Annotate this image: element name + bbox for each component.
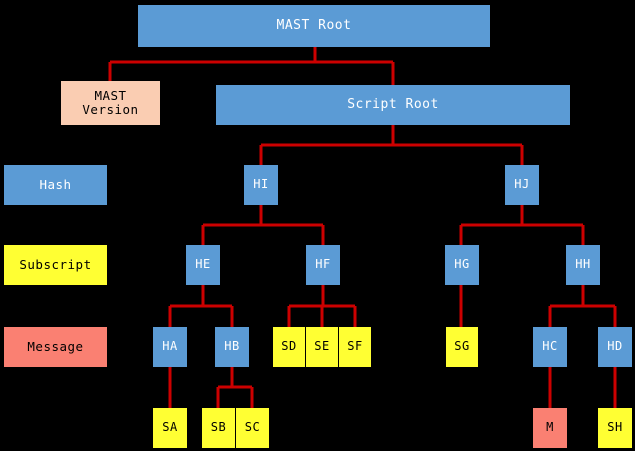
node-HA-label: HA — [162, 339, 178, 354]
node-HE: HE — [186, 245, 220, 285]
legend-message-label: Message — [27, 339, 84, 354]
node-mast-version: MAST Version — [61, 81, 160, 125]
node-mast-version-label: MAST Version — [82, 88, 139, 117]
node-SA-label: SA — [162, 420, 178, 435]
node-HA: HA — [153, 327, 187, 367]
node-HJ-label: HJ — [514, 177, 530, 192]
legend-hash-label: Hash — [39, 177, 72, 192]
node-SA: SA — [153, 408, 187, 448]
edge-HE — [168, 285, 234, 327]
legend-subscript: Subscript — [4, 245, 107, 285]
node-SH: SH — [598, 408, 632, 448]
node-HB-label: HB — [224, 339, 240, 354]
node-SH-label: SH — [607, 420, 623, 435]
legend-subscript-label: Subscript — [19, 257, 92, 272]
node-HD: HD — [598, 327, 632, 367]
node-HH: HH — [566, 245, 600, 285]
node-HD-label: HD — [607, 339, 623, 354]
node-M: M — [533, 408, 567, 448]
edge-script-root — [259, 125, 524, 165]
node-HE-label: HE — [195, 257, 211, 272]
node-mast-root-label: MAST Root — [276, 17, 352, 33]
node-mast-root: MAST Root — [138, 5, 490, 47]
node-script-root: Script Root — [216, 85, 570, 125]
legend-hash: Hash — [4, 165, 107, 205]
node-HI-label: HI — [253, 177, 269, 192]
node-HI: HI — [244, 165, 278, 205]
node-HJ: HJ — [505, 165, 539, 205]
node-M-label: M — [546, 420, 554, 435]
node-SG: SG — [446, 327, 478, 367]
node-SF: SF — [339, 327, 371, 367]
node-HF-label: HF — [315, 257, 331, 272]
node-SE-label: SE — [314, 339, 330, 354]
node-SC: SC — [236, 408, 269, 448]
node-HG: HG — [445, 245, 479, 285]
node-SD-label: SD — [281, 339, 297, 354]
edge-HB — [216, 367, 254, 408]
edge-HI — [201, 205, 325, 245]
node-script-root-label: Script Root — [347, 96, 439, 112]
edge-mast-root — [108, 47, 395, 85]
edge-HF — [287, 285, 357, 327]
edge-HJ — [459, 205, 585, 245]
node-SB: SB — [202, 408, 235, 448]
node-SC-label: SC — [244, 420, 261, 435]
node-SG-label: SG — [454, 339, 470, 354]
node-HB: HB — [215, 327, 249, 367]
node-HH-label: HH — [575, 257, 591, 272]
node-SB-label: SB — [210, 420, 227, 435]
legend-message: Message — [4, 327, 107, 367]
node-HG-label: HG — [454, 257, 470, 272]
node-SE: SE — [306, 327, 338, 367]
node-SF-label: SF — [347, 339, 363, 354]
node-HC: HC — [533, 327, 567, 367]
node-HF: HF — [306, 245, 340, 285]
node-SD: SD — [273, 327, 305, 367]
edge-HH — [548, 285, 617, 327]
node-HC-label: HC — [542, 339, 558, 354]
